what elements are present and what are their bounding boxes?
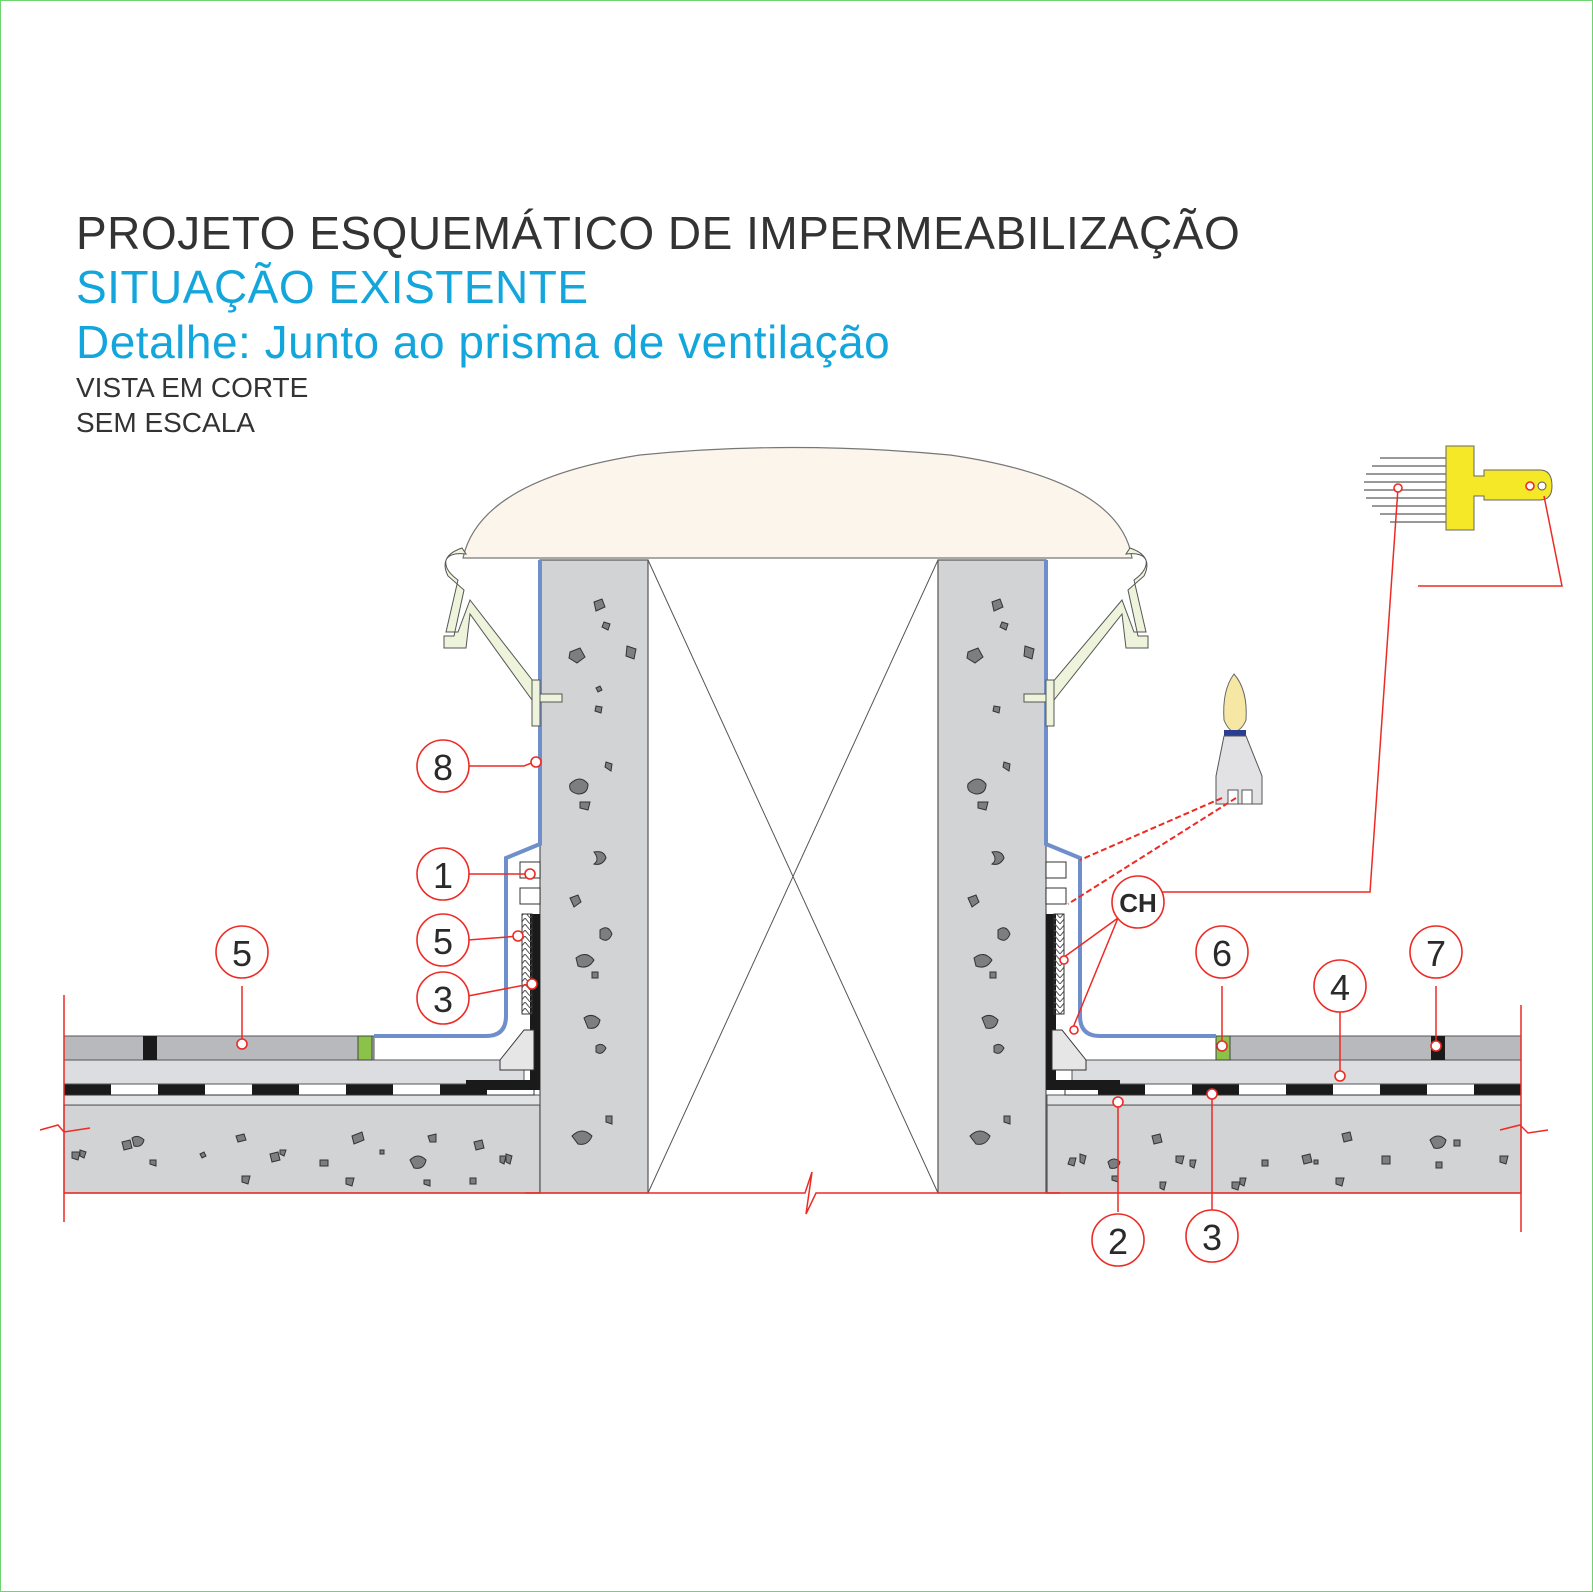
membrane-layer — [63, 1083, 1522, 1096]
opening-void — [647, 559, 939, 1194]
dome-bracket-left — [443, 547, 563, 727]
structural-slab-right — [1046, 1094, 1522, 1194]
callout-2: 2 — [1108, 1221, 1128, 1262]
callout-6: 6 — [1212, 933, 1232, 974]
flexible-membrane — [374, 560, 1216, 1038]
main-title: PROJETO ESQUEMÁTICO DE IMPERMEABILIZAÇÃO — [76, 207, 1241, 259]
wall-right — [937, 559, 1047, 1194]
skylight-dome — [462, 446, 1133, 559]
roller-brush-icon — [1364, 445, 1553, 531]
floor-finish — [63, 1035, 1522, 1061]
wall-left — [539, 559, 649, 1194]
callout-4: 4 — [1330, 967, 1350, 1008]
concrete-aggregate — [71, 598, 1509, 1191]
corner-detail-left — [466, 861, 541, 1090]
leader-lines — [241, 487, 1563, 1212]
callout-1: 1 — [433, 855, 453, 896]
callout-labels: 8 1 5 3 5 6 7 4 2 3 CH — [232, 747, 1446, 1262]
callout-5-wall: 5 — [433, 921, 453, 962]
title-block: PROJETO ESQUEMÁTICO DE IMPERMEABILIZAÇÃO… — [76, 206, 1240, 440]
view-label: VISTA EM CORTE — [76, 372, 309, 403]
detail-title: Detalhe: Junto ao prisma de ventilação — [76, 316, 891, 368]
scale-label: SEM ESCALA — [76, 407, 255, 438]
dome-bracket-right — [1023, 547, 1149, 727]
callout-3-wall: 3 — [433, 979, 453, 1020]
callout-5-left: 5 — [232, 933, 252, 974]
callout-7: 7 — [1426, 933, 1446, 974]
callout-3-bottom: 3 — [1202, 1217, 1222, 1258]
callout-8: 8 — [433, 747, 453, 788]
callout-circles — [215, 739, 1463, 1267]
cut-lines — [39, 995, 1549, 1232]
callout-ch: CH — [1119, 888, 1157, 918]
situation-title: SITUAÇÃO EXISTENTE — [76, 261, 589, 313]
corner-detail-right — [1045, 861, 1120, 1090]
protection-layer — [63, 1059, 1522, 1085]
leader-dots — [236, 481, 1535, 1108]
paint-brush-icon — [1215, 673, 1263, 805]
